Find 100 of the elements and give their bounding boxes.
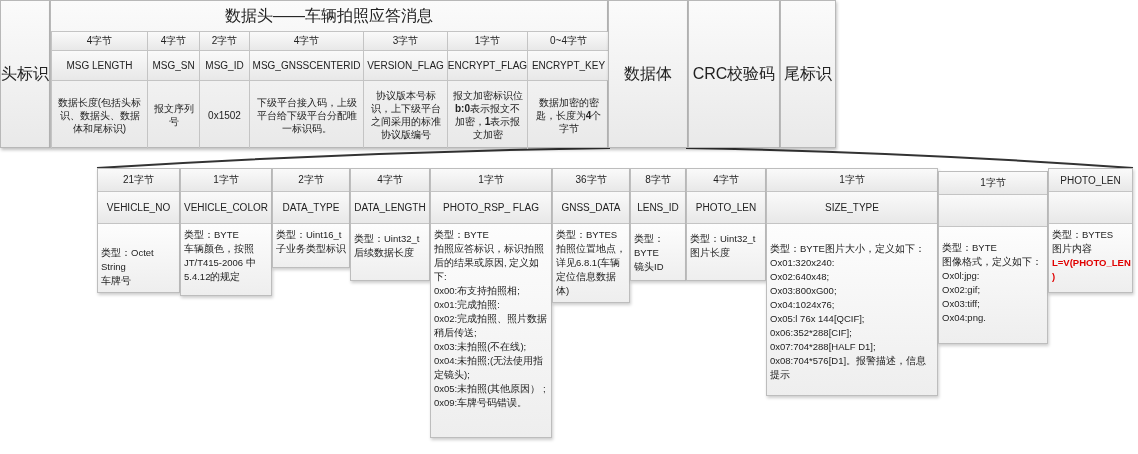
description-line: 0x09:车牌号码错误。 xyxy=(434,396,529,410)
description-line: 0x00:布支持拍照相; xyxy=(434,284,521,298)
description-line: 镜头ID xyxy=(634,260,665,274)
description-line: 0x01:完成拍照: xyxy=(434,298,501,312)
table-column xyxy=(447,31,527,149)
field-name-cell: VERSION_FLAG xyxy=(364,51,447,81)
field-name-cell: MSG_SN xyxy=(148,51,199,81)
description-line: 0x03:未拍照(不在线); xyxy=(434,340,528,354)
description-line: 类型：BYTE xyxy=(434,228,490,242)
table-column xyxy=(363,31,447,149)
description-text: 数据加密的密匙，长度为4个字节 xyxy=(534,95,603,135)
table-column xyxy=(766,168,938,396)
description-line: 后续数据长度 xyxy=(354,246,415,260)
description-line: 类型：BYTE图片大小，定义如下： xyxy=(770,242,926,256)
byte-size-cell: 4字节 xyxy=(148,31,199,51)
description-line: 车辆颜色，按照JT/T415-2006 中5.4.12的规定 xyxy=(184,242,257,284)
description-text: 报文序列号 xyxy=(152,102,195,128)
field-name-cell: DATA_TYPE xyxy=(273,192,349,224)
byte-size-cell: 4字节 xyxy=(52,31,147,51)
description-line: 类型：Uint32_t xyxy=(690,232,757,246)
description-line: 拍照位置地点，详见6.8.1(车辆定位信息数据体) xyxy=(556,242,626,298)
expansion-line xyxy=(96,147,611,169)
byte-size-cell: 0~4字节 xyxy=(528,31,609,51)
description-line: 类型：BYTE xyxy=(942,241,998,255)
description-line: 图片内容 xyxy=(1052,242,1093,256)
description-line: 0x06:352*288[CIF]; xyxy=(770,326,853,340)
description-line: 图像格式，定义如下： xyxy=(942,255,1043,269)
table-column xyxy=(147,31,199,149)
description-line: 类型：Uint16_t xyxy=(276,228,343,242)
description-text: 报文加密标识位b:0表示报文不加密，1表示报文加密 xyxy=(451,89,524,141)
table-column xyxy=(249,31,363,149)
field-name-cell: MSG_GNSSCENTERID xyxy=(250,51,363,81)
description-line: Ox03:800xG00; xyxy=(770,284,838,298)
field-name-cell: ENCRYPT_KEY xyxy=(528,51,609,81)
field-name-cell: LENS_ID xyxy=(631,192,685,224)
table-column xyxy=(938,171,1048,344)
field-label: 数据体 xyxy=(624,63,672,84)
byte-size-cell: 3字节 xyxy=(364,31,447,51)
byte-size-cell: 2字节 xyxy=(273,169,349,192)
description-line: 类型：Octet String xyxy=(101,246,155,274)
table-column xyxy=(1048,168,1133,293)
field-name-cell: MSG LENGTH xyxy=(52,51,147,81)
table-title: 数据头——车辆拍照应答消息 xyxy=(224,5,434,26)
field-name-cell: ENCRYPT_FLAG xyxy=(448,51,527,81)
description-line: 类型：BYTE xyxy=(634,232,665,260)
field-name-cell: MSG_ID xyxy=(200,51,249,81)
byte-size-cell: 21字节 xyxy=(98,169,179,192)
table-column xyxy=(51,31,147,149)
description-text: 0x1502 xyxy=(207,108,242,122)
description-line: 0x08:704*576[D1]。报警描述，信息提示 xyxy=(770,354,928,382)
byte-size-cell: 4字节 xyxy=(250,31,363,51)
field-name-cell: DATA_LENGTH xyxy=(351,192,429,224)
field-name-cell: PHOTO_LEN xyxy=(687,192,765,224)
table-column xyxy=(686,168,766,281)
description-line: Ox01:320x240: xyxy=(770,256,836,270)
field-name-cell: GNSS_DATA xyxy=(553,192,629,224)
byte-size-cell: 2字节 xyxy=(200,31,249,51)
field-label: 头标识 xyxy=(1,63,49,84)
byte-size-cell: 1字节 xyxy=(431,169,551,192)
header-table xyxy=(50,0,608,148)
description-line: 车牌号 xyxy=(101,274,132,288)
expansion-line xyxy=(685,147,1134,169)
description-line: 拍照应答标识，标识拍照后的结果或原因, 定义如下: xyxy=(434,242,545,284)
description-text: 协议版本号标识，上下级平台之间采用的标准协议版编号 xyxy=(369,89,442,141)
description-text: 数据长度(包括头标识、数据头、数据体和尾标识) xyxy=(56,95,143,135)
description-line: L=V(PHOTO_LEN ) xyxy=(1052,256,1129,284)
byte-size-cell: 4字节 xyxy=(687,169,765,192)
description-line: 0x05:未拍照(其他原因） ; xyxy=(434,382,547,396)
table-column xyxy=(527,31,609,149)
byte-size-cell: 1字节 xyxy=(448,31,527,51)
description-line: 图片长度 xyxy=(690,246,731,260)
description-line: 类型：BYTE xyxy=(184,228,240,242)
byte-size-cell: 1字节 xyxy=(181,169,271,192)
byte-size-cell: PHOTO_LEN xyxy=(1049,169,1132,192)
table-column xyxy=(430,168,552,438)
description-line: 类型：Uint32_t xyxy=(354,232,421,246)
table-column xyxy=(630,168,686,281)
field-box xyxy=(0,0,50,148)
description-line: Ox04:1024x76; xyxy=(770,298,836,312)
table-column xyxy=(350,168,430,281)
table-column xyxy=(97,168,180,293)
byte-size-cell: 1字节 xyxy=(767,169,937,192)
table-column xyxy=(199,31,249,149)
field-name-cell: PHOTO_RSP_ FLAG xyxy=(431,192,551,224)
description-text: 下级平台接入码，上级平台给下级平台分配唯一标识码。 xyxy=(255,95,358,135)
description-line: Ox02:gif; xyxy=(942,283,982,297)
description-line: 子业务类型标识 xyxy=(276,242,346,256)
table-column xyxy=(552,168,630,303)
description-line: Ox03:tiff; xyxy=(942,297,981,311)
byte-size-cell: 36字节 xyxy=(553,169,629,192)
field-label: CRC校验码 xyxy=(692,63,776,84)
field-label: 尾标识 xyxy=(784,63,832,84)
byte-size-cell: 4字节 xyxy=(351,169,429,192)
description-line: 0x07:704*288[HALF D1]; xyxy=(770,340,877,354)
field-box xyxy=(780,0,836,148)
table-column xyxy=(180,168,272,296)
description-line: Ox04:png. xyxy=(942,311,987,325)
description-line: Ox05:l 76x 144[QCIF]; xyxy=(770,312,866,326)
description-line: Ox02:640x48; xyxy=(770,270,831,284)
field-box xyxy=(608,0,688,148)
